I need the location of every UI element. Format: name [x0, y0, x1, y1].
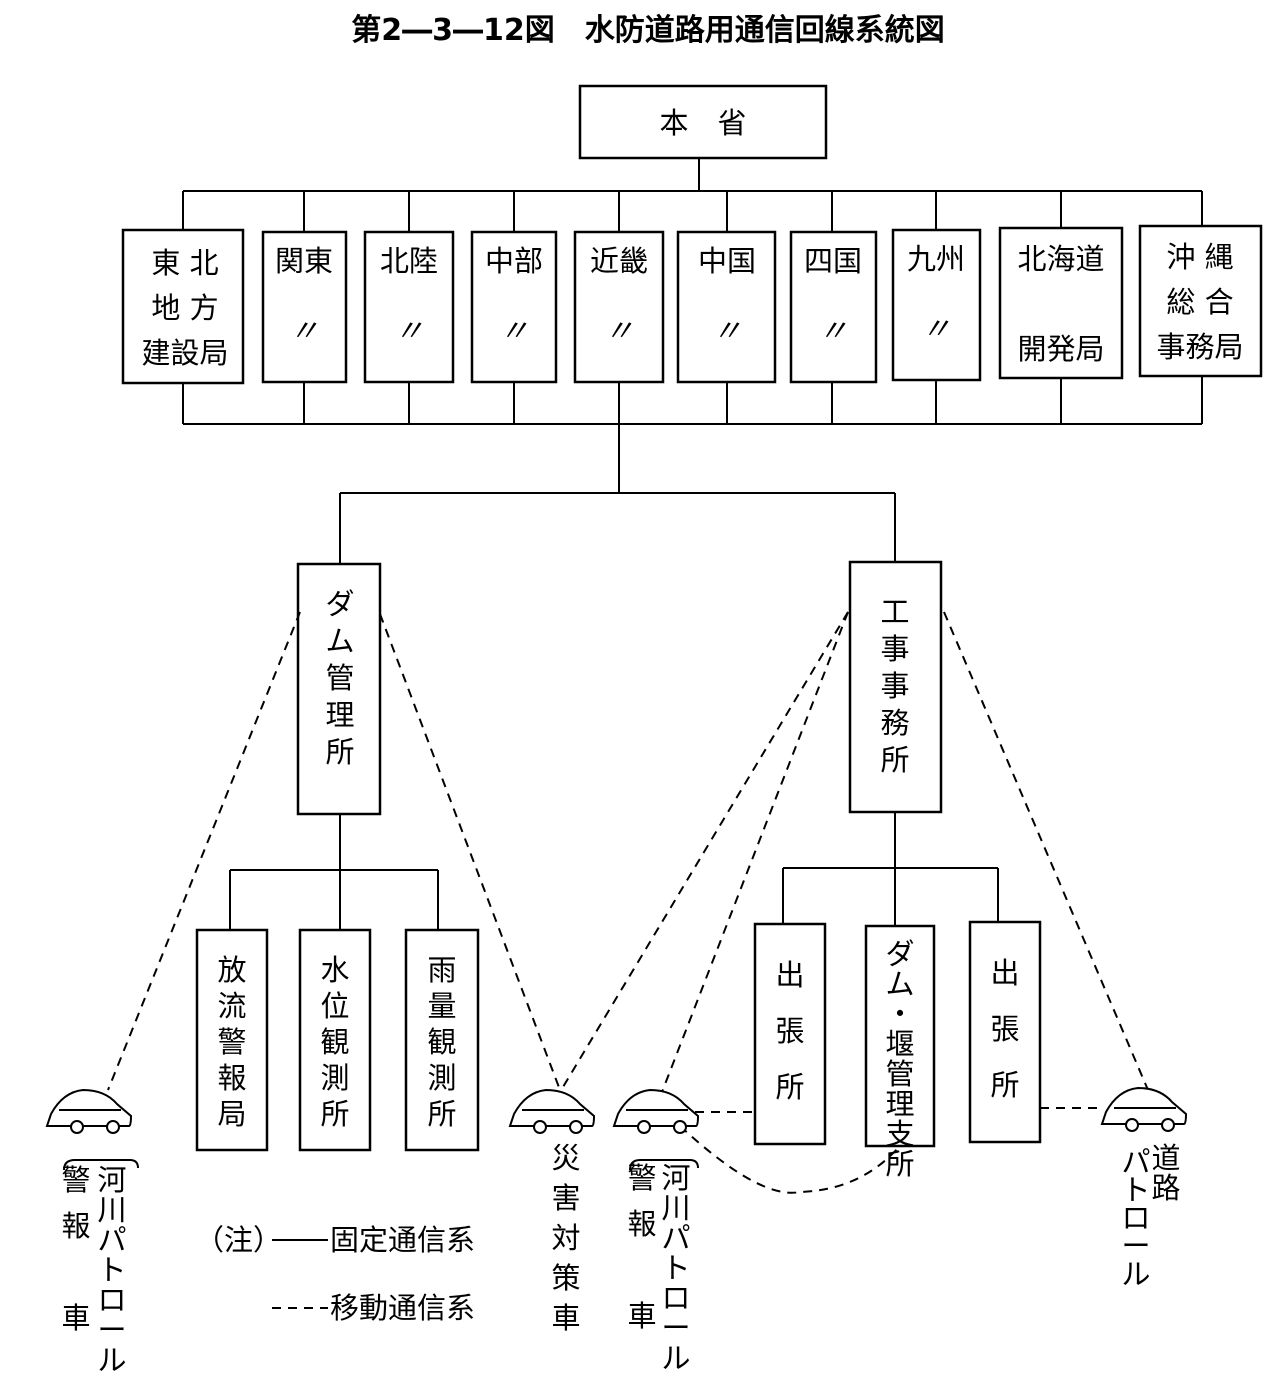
bureau-shikoku-ditto: 〃: [818, 314, 848, 349]
diagram-title: 第2―3―12図 水防道路用通信回線系統図: [351, 13, 945, 48]
bureau-chugoku-ditto: 〃: [712, 314, 742, 349]
branch-office-2-label: 出張所: [990, 956, 1019, 1102]
branch-office-2-box: [968, 920, 1042, 1144]
legend: （注） 固定通信系 移動通信系: [195, 1223, 475, 1325]
ministry-label: 本 省: [659, 106, 746, 140]
rainfall-station-label: 雨量観測所: [427, 953, 456, 1131]
legend-note: （注）: [195, 1223, 282, 1257]
bureau-tohoku-line1: 東 北: [151, 246, 218, 280]
bureau-kyushu-name: 九州: [907, 242, 965, 276]
branch-office-1-box: [753, 922, 827, 1146]
legend-solid-label: 固定通信系: [330, 1223, 475, 1257]
bureau-tohoku-line3: 建設局: [141, 336, 228, 370]
bureau-kinki-ditto: 〃: [604, 314, 634, 349]
legend-dashed-label: 移動通信系: [330, 1291, 475, 1325]
river-patrol-1-col1: 河川パトロール: [97, 1163, 126, 1377]
bureau-okinawa-line2: 総 合: [1166, 285, 1233, 319]
discharge-warning-station-label: 放流警報局: [217, 953, 246, 1131]
bureau-hokuriku-name: 北陸: [380, 244, 438, 278]
bureau-okinawa-line3: 事務局: [1156, 330, 1243, 364]
mid-connectors: [182, 376, 1203, 564]
bureau-box-chugoku: [676, 230, 777, 384]
river-patrol-1-col2: 警報 車: [61, 1163, 90, 1335]
dam-office-box: [296, 562, 382, 816]
branch-office-1-label: 出張所: [775, 958, 804, 1104]
road-patrol-col2: パトロール: [1121, 1145, 1150, 1291]
mobile-links: [107, 611, 1149, 1194]
river-patrol-2-col2: 警報 車: [627, 1161, 656, 1333]
regional-bureaus: 東 北 地 方 建設局 関東 〃 北陸 〃 中部 〃 近畿 〃 中国 〃 四国 …: [121, 224, 1263, 385]
disaster-car-label: 災害対策車: [551, 1141, 580, 1335]
river-patrol-car-1-icon: [45, 1088, 133, 1134]
dam-weir-sub-office-label: ダム・堰管理支所: [885, 937, 914, 1181]
bureau-kinki-name: 近畿: [590, 244, 648, 278]
discharge-warning-station-box: [195, 928, 269, 1152]
river-patrol-car-2-icon: [612, 1088, 700, 1134]
bureau-chubu-name: 中部: [485, 244, 543, 278]
road-patrol-col1: 道路: [1151, 1141, 1180, 1205]
bureau-chugoku-name: 中国: [698, 244, 756, 278]
bureau-tohoku-line2: 地 方: [151, 291, 218, 325]
disaster-response-car-icon: [508, 1088, 596, 1134]
dam-weir-sub-office-box: [864, 924, 936, 1148]
dam-children-connectors: [229, 814, 439, 930]
works-office-box: [848, 560, 943, 814]
ministry-box: [578, 84, 828, 160]
bureau-box-hokuriku: [363, 230, 455, 384]
works-children-connectors: [782, 812, 999, 926]
water-level-station-label: 水位観測所: [320, 953, 349, 1131]
bureau-box-hokkaido: [998, 226, 1124, 380]
bureau-hokuriku-ditto: 〃: [394, 314, 424, 349]
water-level-station-box: [298, 928, 372, 1152]
bureau-shikoku-name: 四国: [804, 244, 862, 278]
bureau-kyushu-ditto: 〃: [921, 312, 951, 347]
bureau-kanto-name: 関東: [275, 244, 333, 278]
bureau-hokkaido-line1: 北海道: [1017, 242, 1104, 276]
bureau-kanto-ditto: 〃: [289, 314, 319, 349]
bureau-box-tohoku: [121, 228, 245, 385]
dam-office-label: ダム管理所: [325, 587, 354, 769]
river-patrol-1-label: 河川パトロール 警報 車: [61, 1159, 139, 1377]
bureau-okinawa-line1: 沖 縄: [1166, 240, 1233, 274]
road-patrol-car-icon: [1100, 1086, 1188, 1132]
river-patrol-2-label: 河川パトロール 警報 車: [627, 1159, 699, 1375]
bureau-box-okinawa: [1138, 224, 1263, 378]
river-patrol-2-col1: 河川パトロール: [661, 1161, 690, 1375]
bureau-box-kyushu: [891, 228, 982, 382]
bureau-chubu-ditto: 〃: [499, 314, 529, 349]
top-connectors: [182, 158, 1203, 232]
bureau-hokkaido-line3: 開発局: [1017, 332, 1104, 366]
works-office-label: 工事事務所: [880, 595, 909, 777]
bureau-box-shikoku: [789, 230, 878, 384]
rainfall-station-box: [404, 928, 480, 1152]
